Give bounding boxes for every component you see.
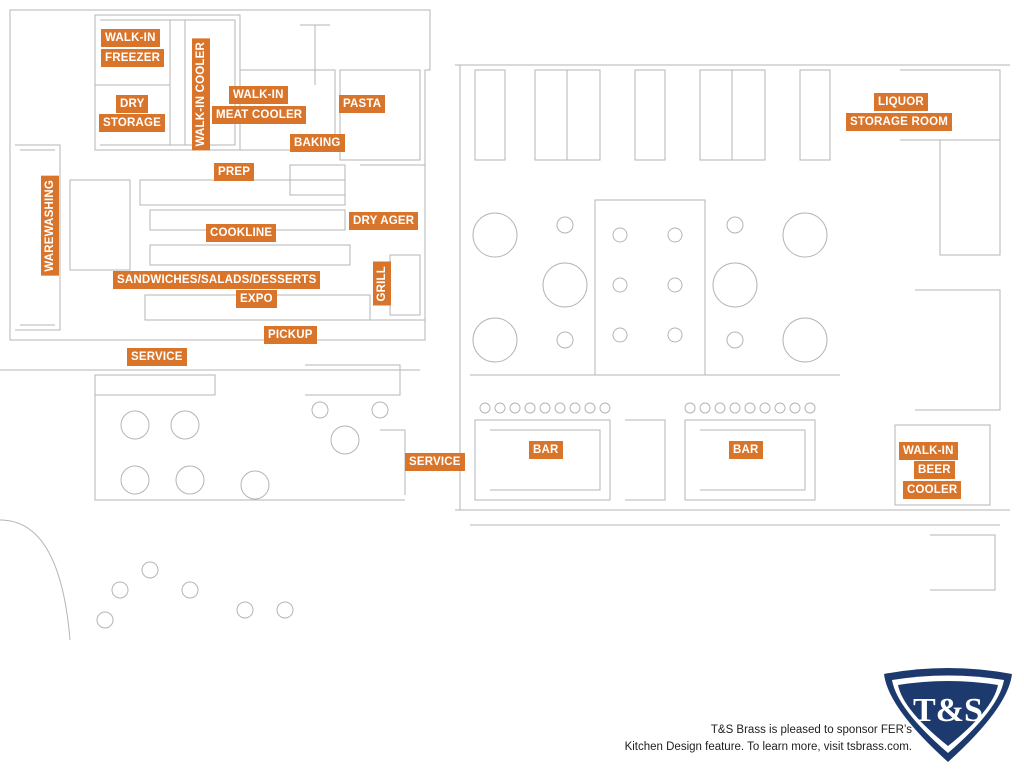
label-sandwiches-salads-desserts: SANDWICHES/SALADS/DESSERTS	[113, 271, 321, 289]
label-pickup: PICKUP	[264, 326, 317, 344]
sponsor-line-1: T&S Brass is pleased to sponsor FER’s	[710, 724, 912, 736]
label-walk-in-beer-cooler: WALK-IN	[899, 442, 958, 460]
label-dry-storage: DRY	[116, 95, 149, 113]
label-cookline: COOKLINE	[206, 224, 277, 242]
label-walk-in-beer-cooler-line2: BEER	[914, 461, 955, 479]
label-bar-left: BAR	[529, 441, 563, 459]
label-liquor-storage-room-line2: STORAGE ROOM	[846, 113, 953, 131]
floor-plan-drawing	[0, 9, 1010, 640]
ts-brass-logo-icon: T&S	[884, 668, 1012, 762]
label-warewashing: WAREWASHING	[41, 176, 59, 276]
logo-text: T&S	[913, 692, 983, 729]
label-walk-in-freezer: WALK-IN	[101, 29, 160, 47]
label-walk-in-freezer-line2: FREEZER	[101, 49, 165, 67]
sponsor-footer: T&S Brass is pleased to sponsor FER’s Ki…	[520, 722, 912, 756]
sponsor-line-2: Kitchen Design feature. To learn more, v…	[624, 741, 912, 753]
label-grill: GRILL	[373, 262, 391, 306]
label-baking: BAKING	[290, 134, 345, 152]
label-bar-right: BAR	[729, 441, 763, 459]
label-walk-in-meat-cooler: WALK-IN	[229, 86, 288, 104]
label-walk-in-cooler: WALK-IN COOLER	[192, 38, 210, 151]
label-service-dining: SERVICE	[405, 453, 465, 471]
label-pasta: PASTA	[339, 95, 386, 113]
label-service-kitchen: SERVICE	[127, 348, 187, 366]
label-dry-storage-line2: STORAGE	[99, 114, 166, 132]
label-dry-ager: DRY AGER	[349, 212, 419, 230]
label-liquor-storage-room: LIQUOR	[874, 93, 928, 111]
label-prep: PREP	[214, 163, 255, 181]
label-walk-in-beer-cooler-line3: COOLER	[903, 481, 962, 499]
label-walk-in-meat-cooler-line2: MEAT COOLER	[212, 106, 307, 124]
label-expo: EXPO	[236, 290, 277, 308]
